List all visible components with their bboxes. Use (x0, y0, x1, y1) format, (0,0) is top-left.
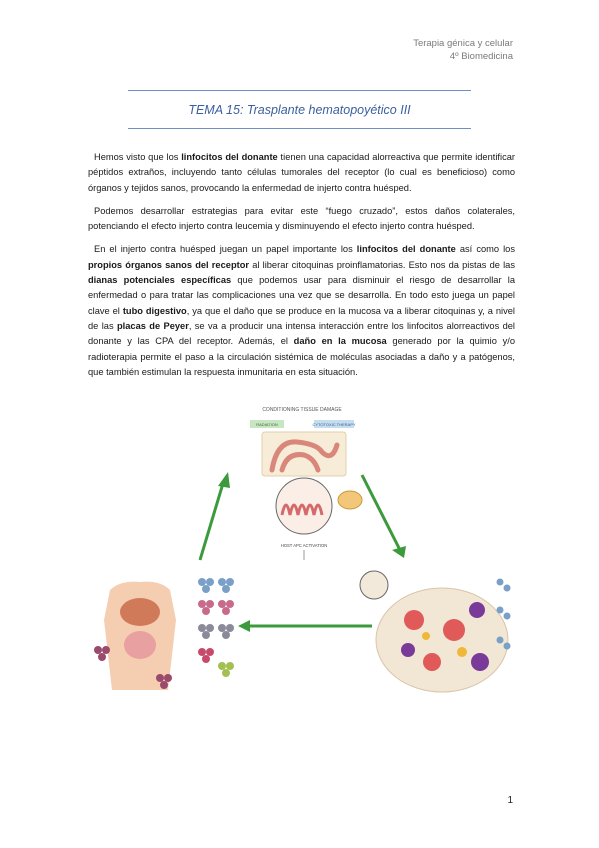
bold-run: linfocitos del donante (356, 244, 456, 255)
page-title: TEMA 15: Trasplante hematopoyético III (188, 103, 411, 117)
text-run: al liberar citoquinas proinflamatorias. … (249, 259, 515, 270)
villi-shape (280, 503, 324, 516)
paragraph: Hemos visto que los linfocitos del donan… (88, 150, 515, 196)
bold-run: propios órganos sanos del receptor (88, 259, 250, 270)
apc-cell (337, 490, 363, 510)
arrow-left-up (198, 479, 226, 561)
intestine-shape (269, 439, 340, 473)
body-text: Hemos visto que los linfocitos del donan… (88, 150, 515, 388)
text-run: Podemos desarrollar estrategias para evi… (88, 205, 515, 232)
lymph-node-shape (375, 587, 509, 693)
title-rule-bottom (128, 128, 471, 129)
lymph-node-zoom (359, 570, 389, 600)
text-run: Hemos visto que los (94, 152, 182, 162)
arrow-right-down-head (392, 546, 406, 558)
radiation-tag-label: RADIATION (256, 422, 278, 427)
paragraph: Podemos desarrollar estrategias para evi… (88, 204, 515, 235)
arrow-left-up-head (218, 472, 230, 488)
figure-top-label: CONDITIONING TISSUE DAMAGE (262, 407, 342, 413)
gut-shape (124, 631, 156, 659)
arrow-bottom-left-head (238, 620, 250, 632)
text-run: , se va a producir una intensa interacci… (88, 320, 515, 347)
arrow-right-down (360, 474, 402, 551)
text-run: En el injerto contra huésped juegan un p… (94, 244, 357, 255)
paragraph: En el injerto contra huésped juegan un p… (88, 242, 515, 380)
cytotoxic-tag-label: CYTOTOXIC THERAPY (312, 422, 355, 427)
bold-run: tubo digestivo (122, 305, 187, 316)
liver-shape (120, 598, 160, 626)
bold-run: dianas potenciales específicas (88, 275, 232, 286)
bold-run: linfocitos del donante (181, 152, 278, 162)
gvhd-diagram: CONDITIONING TISSUE DAMAGE RADIATION CYT… (94, 407, 511, 693)
text-run: generado por la quimio y/o radioterapia … (88, 336, 515, 377)
text-run: , ya que el daño que se produce en la mu… (88, 305, 515, 331)
text-run: así como los (455, 244, 515, 255)
gvhd-figure: CONDITIONING TISSUE DAMAGE RADIATION CYT… (82, 400, 522, 700)
figure-center-label: HOST APC ACTIVATION (281, 543, 328, 548)
cytotoxic-tag (314, 420, 354, 428)
radiation-tag (250, 420, 284, 428)
header-degree: 4º Biomedicina (449, 51, 513, 62)
text-run: que podemos usar para disminuir el riesg… (88, 275, 516, 316)
bold-run: placas de Peyer (116, 320, 189, 331)
title-rule-top (128, 90, 471, 91)
running-header: Terapia génica y celular 4º Biomedicina (413, 37, 513, 63)
page-number: 1 (507, 795, 513, 806)
text-run: tienen una capacidad alorreactiva que pe… (88, 152, 515, 193)
bold-run: daño en la mucosa (293, 336, 387, 347)
header-course: Terapia génica y celular (413, 38, 513, 49)
